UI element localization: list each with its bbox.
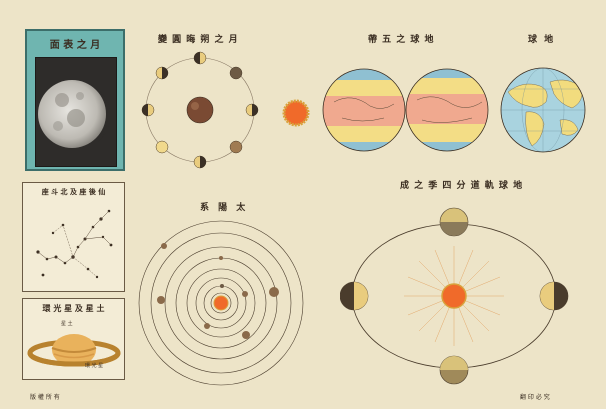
climate-globe-left — [323, 69, 405, 151]
earth-title: 球 地 — [528, 35, 556, 45]
orbit-title: 成 之 季 四 分 道 軌 球 地 — [400, 181, 524, 191]
moon-image — [38, 80, 111, 148]
saturn-panel: 環 光 星 及 星 土 星 土 環 光 星 — [22, 298, 125, 380]
moon-shadow — [96, 88, 111, 142]
moon-phases-diagram — [141, 51, 310, 169]
orbit-seasons-diagram — [340, 207, 569, 385]
constellation-panel: 座 斗 北 及 座 後 仙 — [22, 182, 125, 292]
earth-center — [186, 96, 214, 124]
season-earths — [340, 207, 569, 385]
saturn-body — [52, 334, 96, 366]
seasons-title: 帶 五 之 球 地 — [368, 35, 435, 45]
bottom-left-caption: 版 權 所 有 — [30, 394, 60, 401]
solar-system-title: 系 陽 太 — [200, 203, 249, 213]
solar-system-diagram — [138, 220, 304, 386]
sun-center — [213, 295, 229, 311]
bottom-right-caption: 翻 印 必 究 — [520, 394, 550, 401]
constellation-title: 座 斗 北 及 座 後 仙 — [41, 187, 106, 196]
planet-markers — [157, 243, 279, 339]
moon-phase-markers — [141, 51, 259, 169]
moon-photo-frame — [35, 57, 117, 167]
sun-small — [282, 99, 310, 127]
moon-photo-panel: 面 表 之 月 — [25, 29, 125, 171]
climate-zones-diagram — [322, 68, 489, 152]
constellation-map — [36, 209, 113, 279]
moon-phases-title: 變 圓 晦 朔 之 月 — [158, 35, 239, 45]
climate-globe-right — [406, 69, 488, 151]
saturn-image — [27, 334, 121, 367]
saturn-title: 環 光 星 及 星 土 — [42, 303, 105, 313]
earth-globe — [500, 67, 586, 153]
saturn-label: 星 土 — [61, 321, 73, 327]
sun-orbit-center — [441, 283, 467, 309]
saturn-ring-label: 環 光 星 — [85, 363, 104, 369]
moon-photo-title: 面 表 之 月 — [49, 40, 101, 51]
